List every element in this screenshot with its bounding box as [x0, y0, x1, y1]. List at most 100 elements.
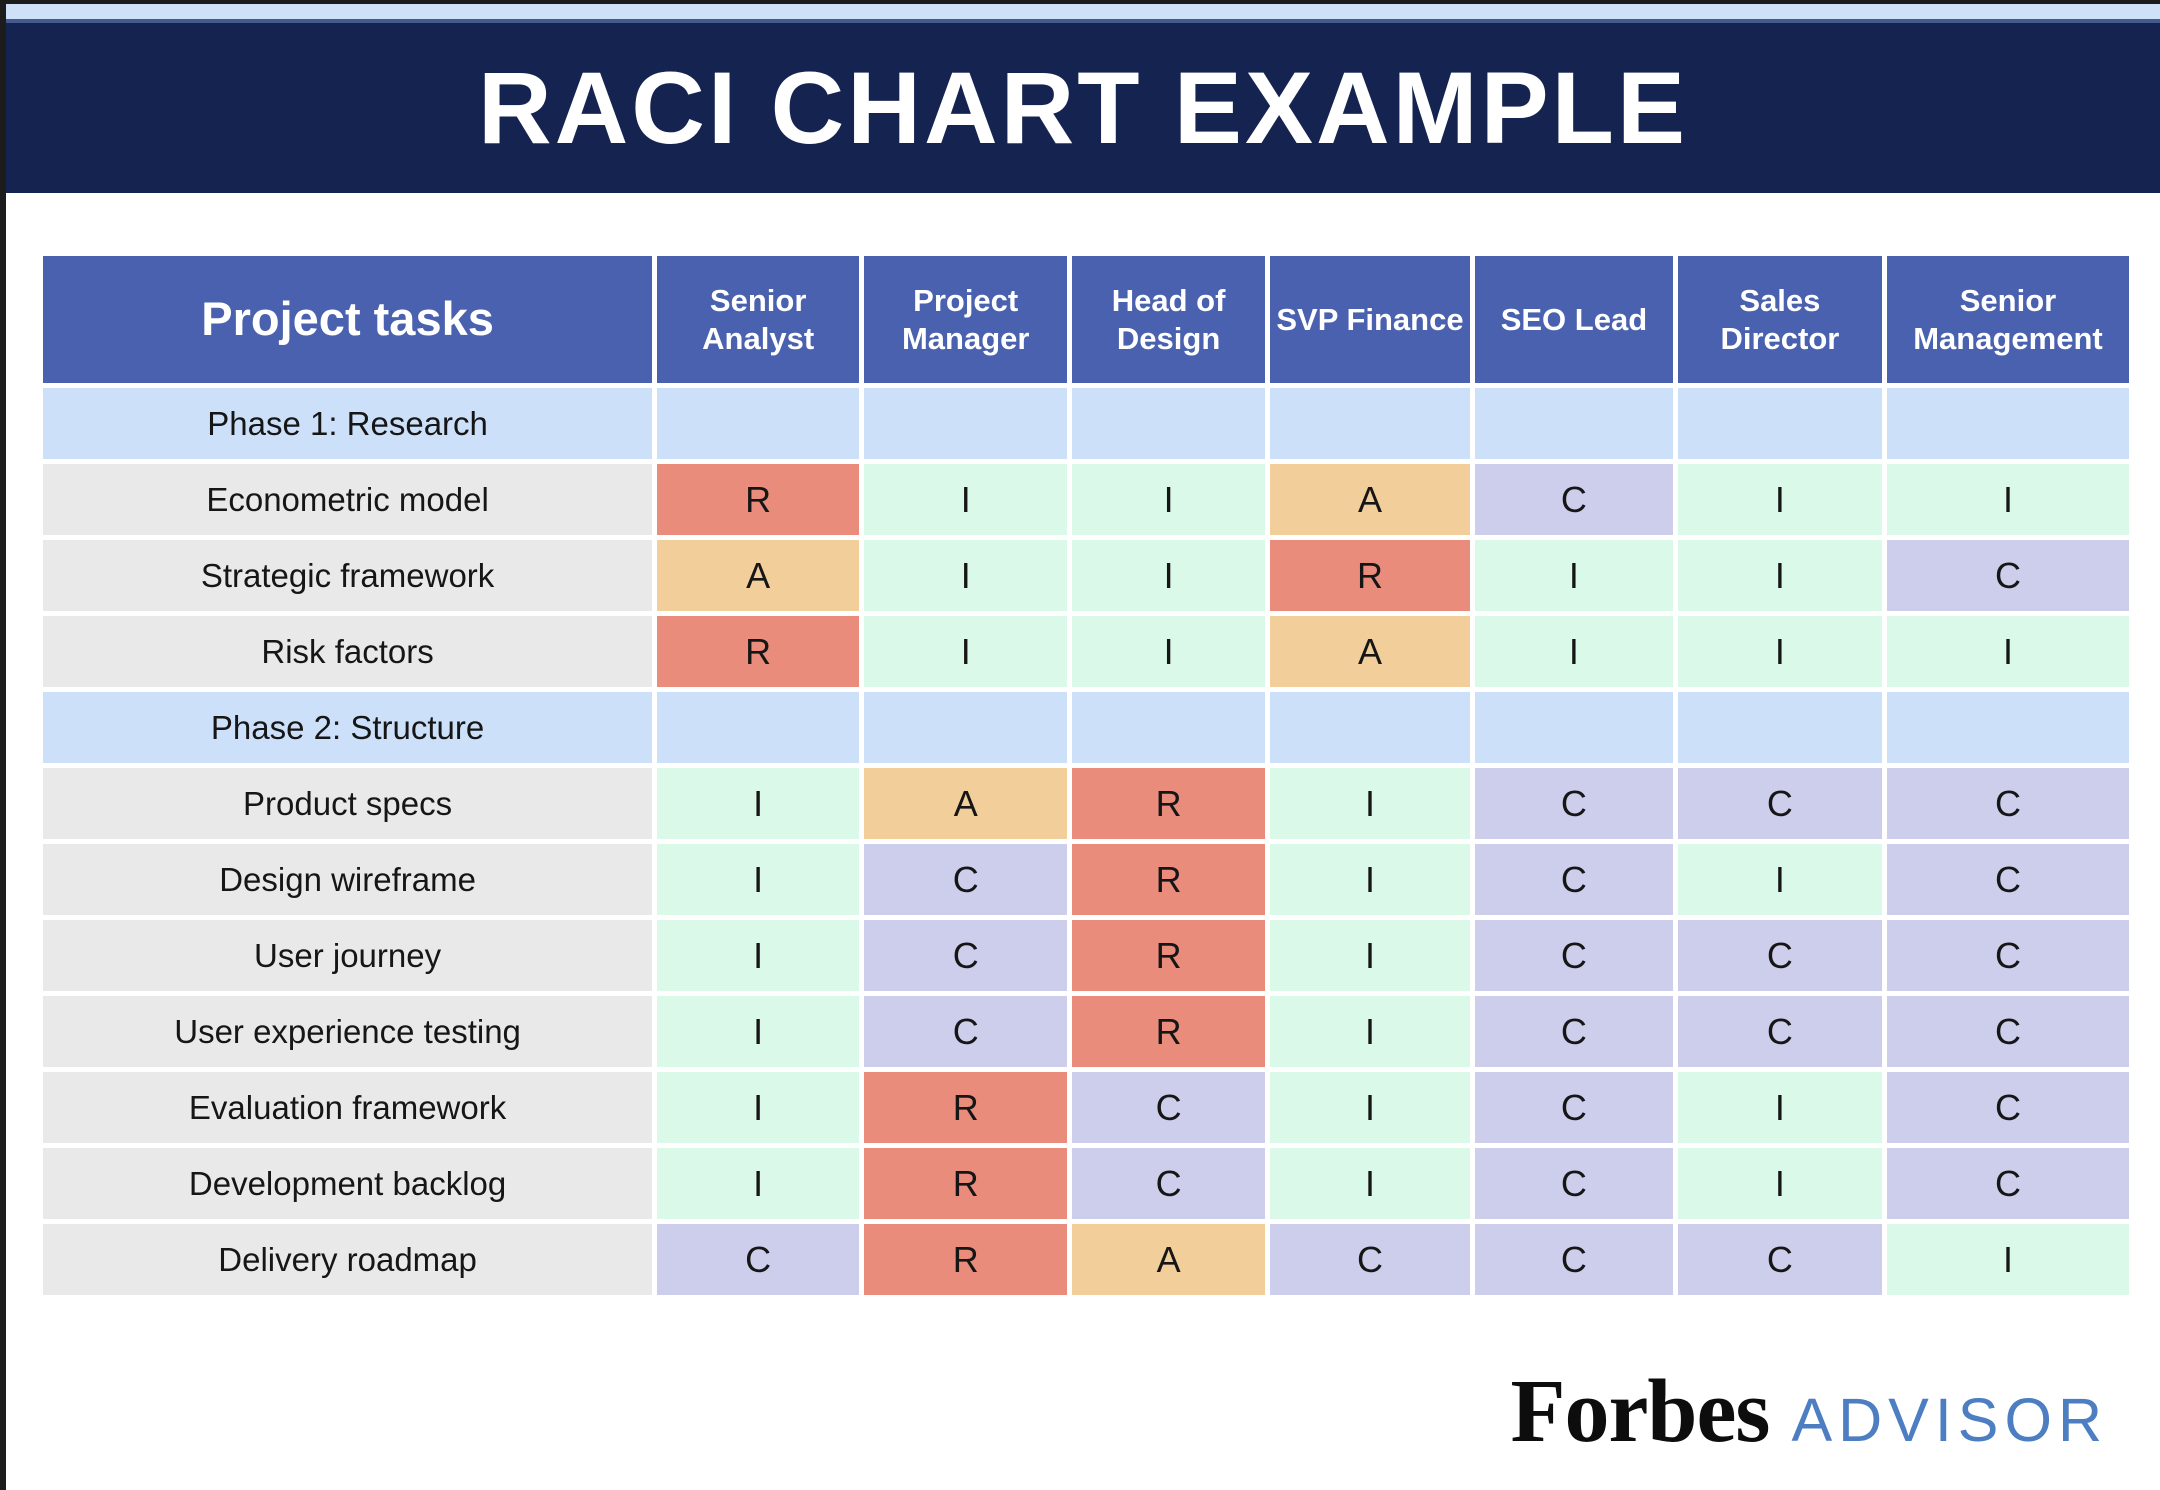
raci-cell-delivery-roadmap-seo-lead: C	[1474, 1224, 1673, 1295]
raci-cell-risk-factors-head-of-design: I	[1072, 616, 1265, 687]
task-label-product-specs: Product specs	[43, 768, 653, 839]
section-filler-cell	[657, 388, 860, 459]
section-filler-cell	[1677, 692, 1882, 763]
raci-cell-risk-factors-sales-director: I	[1677, 616, 1882, 687]
raci-cell-design-wireframe-project-manager: C	[864, 844, 1068, 915]
section-filler-cell	[1886, 388, 2129, 459]
task-label-user-journey: User journey	[43, 920, 653, 991]
task-label-user-experience-testing: User experience testing	[43, 996, 653, 1067]
raci-cell-design-wireframe-svp-finance: I	[1270, 844, 1470, 915]
raci-cell-user-experience-testing-project-manager: C	[864, 996, 1068, 1067]
raci-cell-product-specs-head-of-design: R	[1072, 768, 1265, 839]
column-header-sales-director: Sales Director	[1677, 256, 1882, 383]
raci-cell-delivery-roadmap-senior-management: I	[1886, 1224, 2129, 1295]
raci-cell-strategic-framework-senior-analyst: A	[657, 540, 860, 611]
column-header-project-manager: Project Manager	[864, 256, 1068, 383]
section-filler-cell	[1072, 692, 1265, 763]
raci-cell-user-journey-seo-lead: C	[1474, 920, 1673, 991]
raci-cell-econometric-model-senior-management: I	[1886, 464, 2129, 535]
raci-cell-econometric-model-senior-analyst: R	[657, 464, 860, 535]
section-label-phase-2-structure: Phase 2: Structure	[43, 692, 653, 763]
raci-cell-strategic-framework-head-of-design: I	[1072, 540, 1265, 611]
raci-cell-design-wireframe-senior-management: C	[1886, 844, 2129, 915]
raci-cell-user-experience-testing-senior-analyst: I	[657, 996, 860, 1067]
raci-cell-strategic-framework-senior-management: C	[1886, 540, 2129, 611]
raci-cell-user-journey-sales-director: C	[1677, 920, 1882, 991]
column-header-senior-management: Senior Management	[1886, 256, 2129, 383]
raci-cell-user-experience-testing-senior-management: C	[1886, 996, 2129, 1067]
left-border-strip	[0, 0, 6, 1490]
raci-cell-delivery-roadmap-senior-analyst: C	[657, 1224, 860, 1295]
task-label-econometric-model: Econometric model	[43, 464, 653, 535]
top-border-strip	[0, 0, 2160, 4]
raci-cell-development-backlog-senior-analyst: I	[657, 1148, 860, 1219]
raci-cell-user-journey-senior-analyst: I	[657, 920, 860, 991]
title-banner: RACI CHART EXAMPLE	[6, 19, 2160, 193]
raci-cell-delivery-roadmap-sales-director: C	[1677, 1224, 1882, 1295]
section-filler-cell	[864, 388, 1068, 459]
section-filler-cell	[1072, 388, 1265, 459]
raci-cell-development-backlog-sales-director: I	[1677, 1148, 1882, 1219]
raci-cell-product-specs-svp-finance: I	[1270, 768, 1470, 839]
task-label-strategic-framework: Strategic framework	[43, 540, 653, 611]
raci-cell-evaluation-framework-sales-director: I	[1677, 1072, 1882, 1143]
section-row-phase-2-structure: Phase 2: Structure	[43, 692, 2129, 763]
section-filler-cell	[864, 692, 1068, 763]
raci-cell-econometric-model-project-manager: I	[864, 464, 1068, 535]
raci-cell-development-backlog-svp-finance: I	[1270, 1148, 1470, 1219]
column-header-seo-lead: SEO Lead	[1474, 256, 1673, 383]
raci-cell-delivery-roadmap-project-manager: R	[864, 1224, 1068, 1295]
task-label-risk-factors: Risk factors	[43, 616, 653, 687]
raci-cell-product-specs-senior-analyst: I	[657, 768, 860, 839]
raci-cell-evaluation-framework-senior-analyst: I	[657, 1072, 860, 1143]
column-header-project-tasks: Project tasks	[43, 256, 653, 383]
raci-cell-development-backlog-head-of-design: C	[1072, 1148, 1265, 1219]
task-label-design-wireframe: Design wireframe	[43, 844, 653, 915]
brand-logo: Forbes ADVISOR	[1510, 1360, 2108, 1463]
raci-cell-design-wireframe-sales-director: I	[1677, 844, 1882, 915]
top-accent-band	[6, 4, 2160, 19]
raci-cell-product-specs-seo-lead: C	[1474, 768, 1673, 839]
raci-cell-strategic-framework-project-manager: I	[864, 540, 1068, 611]
raci-cell-econometric-model-svp-finance: A	[1270, 464, 1470, 535]
raci-cell-design-wireframe-head-of-design: R	[1072, 844, 1265, 915]
raci-cell-evaluation-framework-senior-management: C	[1886, 1072, 2129, 1143]
raci-cell-development-backlog-seo-lead: C	[1474, 1148, 1673, 1219]
raci-cell-user-journey-svp-finance: I	[1270, 920, 1470, 991]
raci-cell-evaluation-framework-head-of-design: C	[1072, 1072, 1265, 1143]
raci-cell-product-specs-senior-management: C	[1886, 768, 2129, 839]
forbes-wordmark: Forbes	[1510, 1362, 1770, 1461]
raci-cell-strategic-framework-svp-finance: R	[1270, 540, 1470, 611]
raci-cell-evaluation-framework-svp-finance: I	[1270, 1072, 1470, 1143]
raci-cell-product-specs-sales-director: C	[1677, 768, 1882, 839]
raci-cell-delivery-roadmap-head-of-design: A	[1072, 1224, 1265, 1295]
raci-cell-user-experience-testing-seo-lead: C	[1474, 996, 1673, 1067]
raci-cell-risk-factors-project-manager: I	[864, 616, 1068, 687]
raci-cell-evaluation-framework-seo-lead: C	[1474, 1072, 1673, 1143]
raci-cell-user-experience-testing-svp-finance: I	[1270, 996, 1470, 1067]
section-filler-cell	[657, 692, 860, 763]
section-filler-cell	[1677, 388, 1882, 459]
raci-cell-risk-factors-senior-management: I	[1886, 616, 2129, 687]
raci-cell-econometric-model-sales-director: I	[1677, 464, 1882, 535]
raci-cell-user-journey-head-of-design: R	[1072, 920, 1265, 991]
raci-cell-user-journey-project-manager: C	[864, 920, 1068, 991]
raci-cell-evaluation-framework-project-manager: R	[864, 1072, 1068, 1143]
advisor-wordmark: ADVISOR	[1791, 1386, 2108, 1454]
raci-cell-econometric-model-head-of-design: I	[1072, 464, 1265, 535]
raci-cell-strategic-framework-sales-director: I	[1677, 540, 1882, 611]
column-header-senior-analyst: Senior Analyst	[657, 256, 860, 383]
task-label-evaluation-framework: Evaluation framework	[43, 1072, 653, 1143]
section-filler-cell	[1270, 692, 1470, 763]
section-filler-cell	[1474, 692, 1673, 763]
raci-cell-development-backlog-senior-management: C	[1886, 1148, 2129, 1219]
